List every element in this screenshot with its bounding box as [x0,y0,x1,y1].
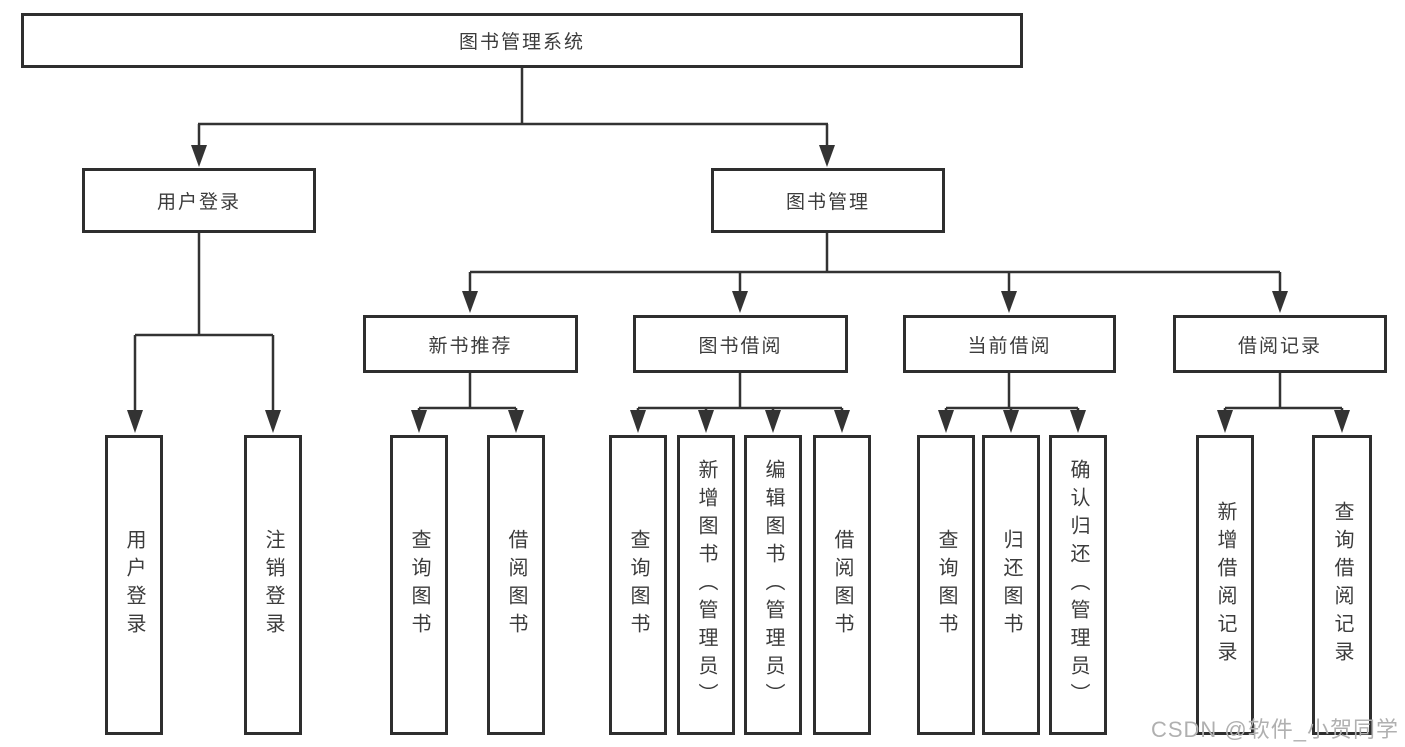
leaf-bb-edit-books-admin: 编辑图书（管理员） [744,435,802,735]
leaf-logout-login-label: 注销登录 [262,529,284,641]
leaf-nbr-borrow-books-label: 借阅图书 [505,529,527,641]
leaf-nbr-query-books: 查询图书 [390,435,448,735]
leaf-bb-query-books-label: 查询图书 [627,529,649,641]
leaf-bb-borrow-books-label: 借阅图书 [831,529,853,641]
node-current-borrowing: 当前借阅 [903,315,1116,373]
leaf-br-query-borrow-record-label: 查询借阅记录 [1331,501,1353,669]
node-book-management-label: 图书管理 [785,192,870,213]
leaf-br-add-borrow-record-label: 新增借阅记录 [1214,501,1236,669]
leaf-bb-add-books-admin-label: 新增图书（管理员） [695,459,717,711]
leaf-logout-login: 注销登录 [244,435,302,735]
leaf-cb-confirm-return-admin-label: 确认归还（管理员） [1067,459,1089,711]
node-book-borrowing-label: 图书借阅 [698,335,783,357]
leaf-br-add-borrow-record: 新增借阅记录 [1196,435,1254,735]
leaf-cb-return-books-label: 归还图书 [1000,529,1022,641]
node-user-login: 用户登录 [82,168,316,233]
node-borrowing-records-label: 借阅记录 [1237,335,1322,357]
leaf-bb-query-books: 查询图书 [609,435,667,735]
node-new-book-recommendation-label: 新书推荐 [428,335,513,357]
leaf-user-login: 用户登录 [105,435,163,735]
leaf-br-query-borrow-record: 查询借阅记录 [1312,435,1372,735]
node-book-borrowing: 图书借阅 [633,315,848,373]
watermark-text: CSDN @软件_小贺同学 [1150,717,1399,742]
node-book-management-system-label: 图书管理系统 [458,32,585,53]
node-new-book-recommendation: 新书推荐 [363,315,578,373]
leaf-bb-add-books-admin: 新增图书（管理员） [677,435,735,735]
node-borrowing-records: 借阅记录 [1173,315,1387,373]
leaf-bb-borrow-books: 借阅图书 [813,435,871,735]
leaf-cb-query-books: 查询图书 [917,435,975,735]
leaf-cb-query-books-label: 查询图书 [935,529,957,641]
leaf-nbr-query-books-label: 查询图书 [408,529,430,641]
node-book-management: 图书管理 [711,168,945,233]
node-user-login-label: 用户登录 [156,192,241,213]
leaf-cb-return-books: 归还图书 [982,435,1040,735]
node-book-management-system: 图书管理系统 [21,13,1023,68]
leaf-user-login-label: 用户登录 [123,529,145,641]
leaf-nbr-borrow-books: 借阅图书 [487,435,545,735]
node-current-borrowing-label: 当前借阅 [967,335,1052,357]
leaf-bb-edit-books-admin-label: 编辑图书（管理员） [762,459,784,711]
leaf-cb-confirm-return-admin: 确认归还（管理员） [1049,435,1107,735]
